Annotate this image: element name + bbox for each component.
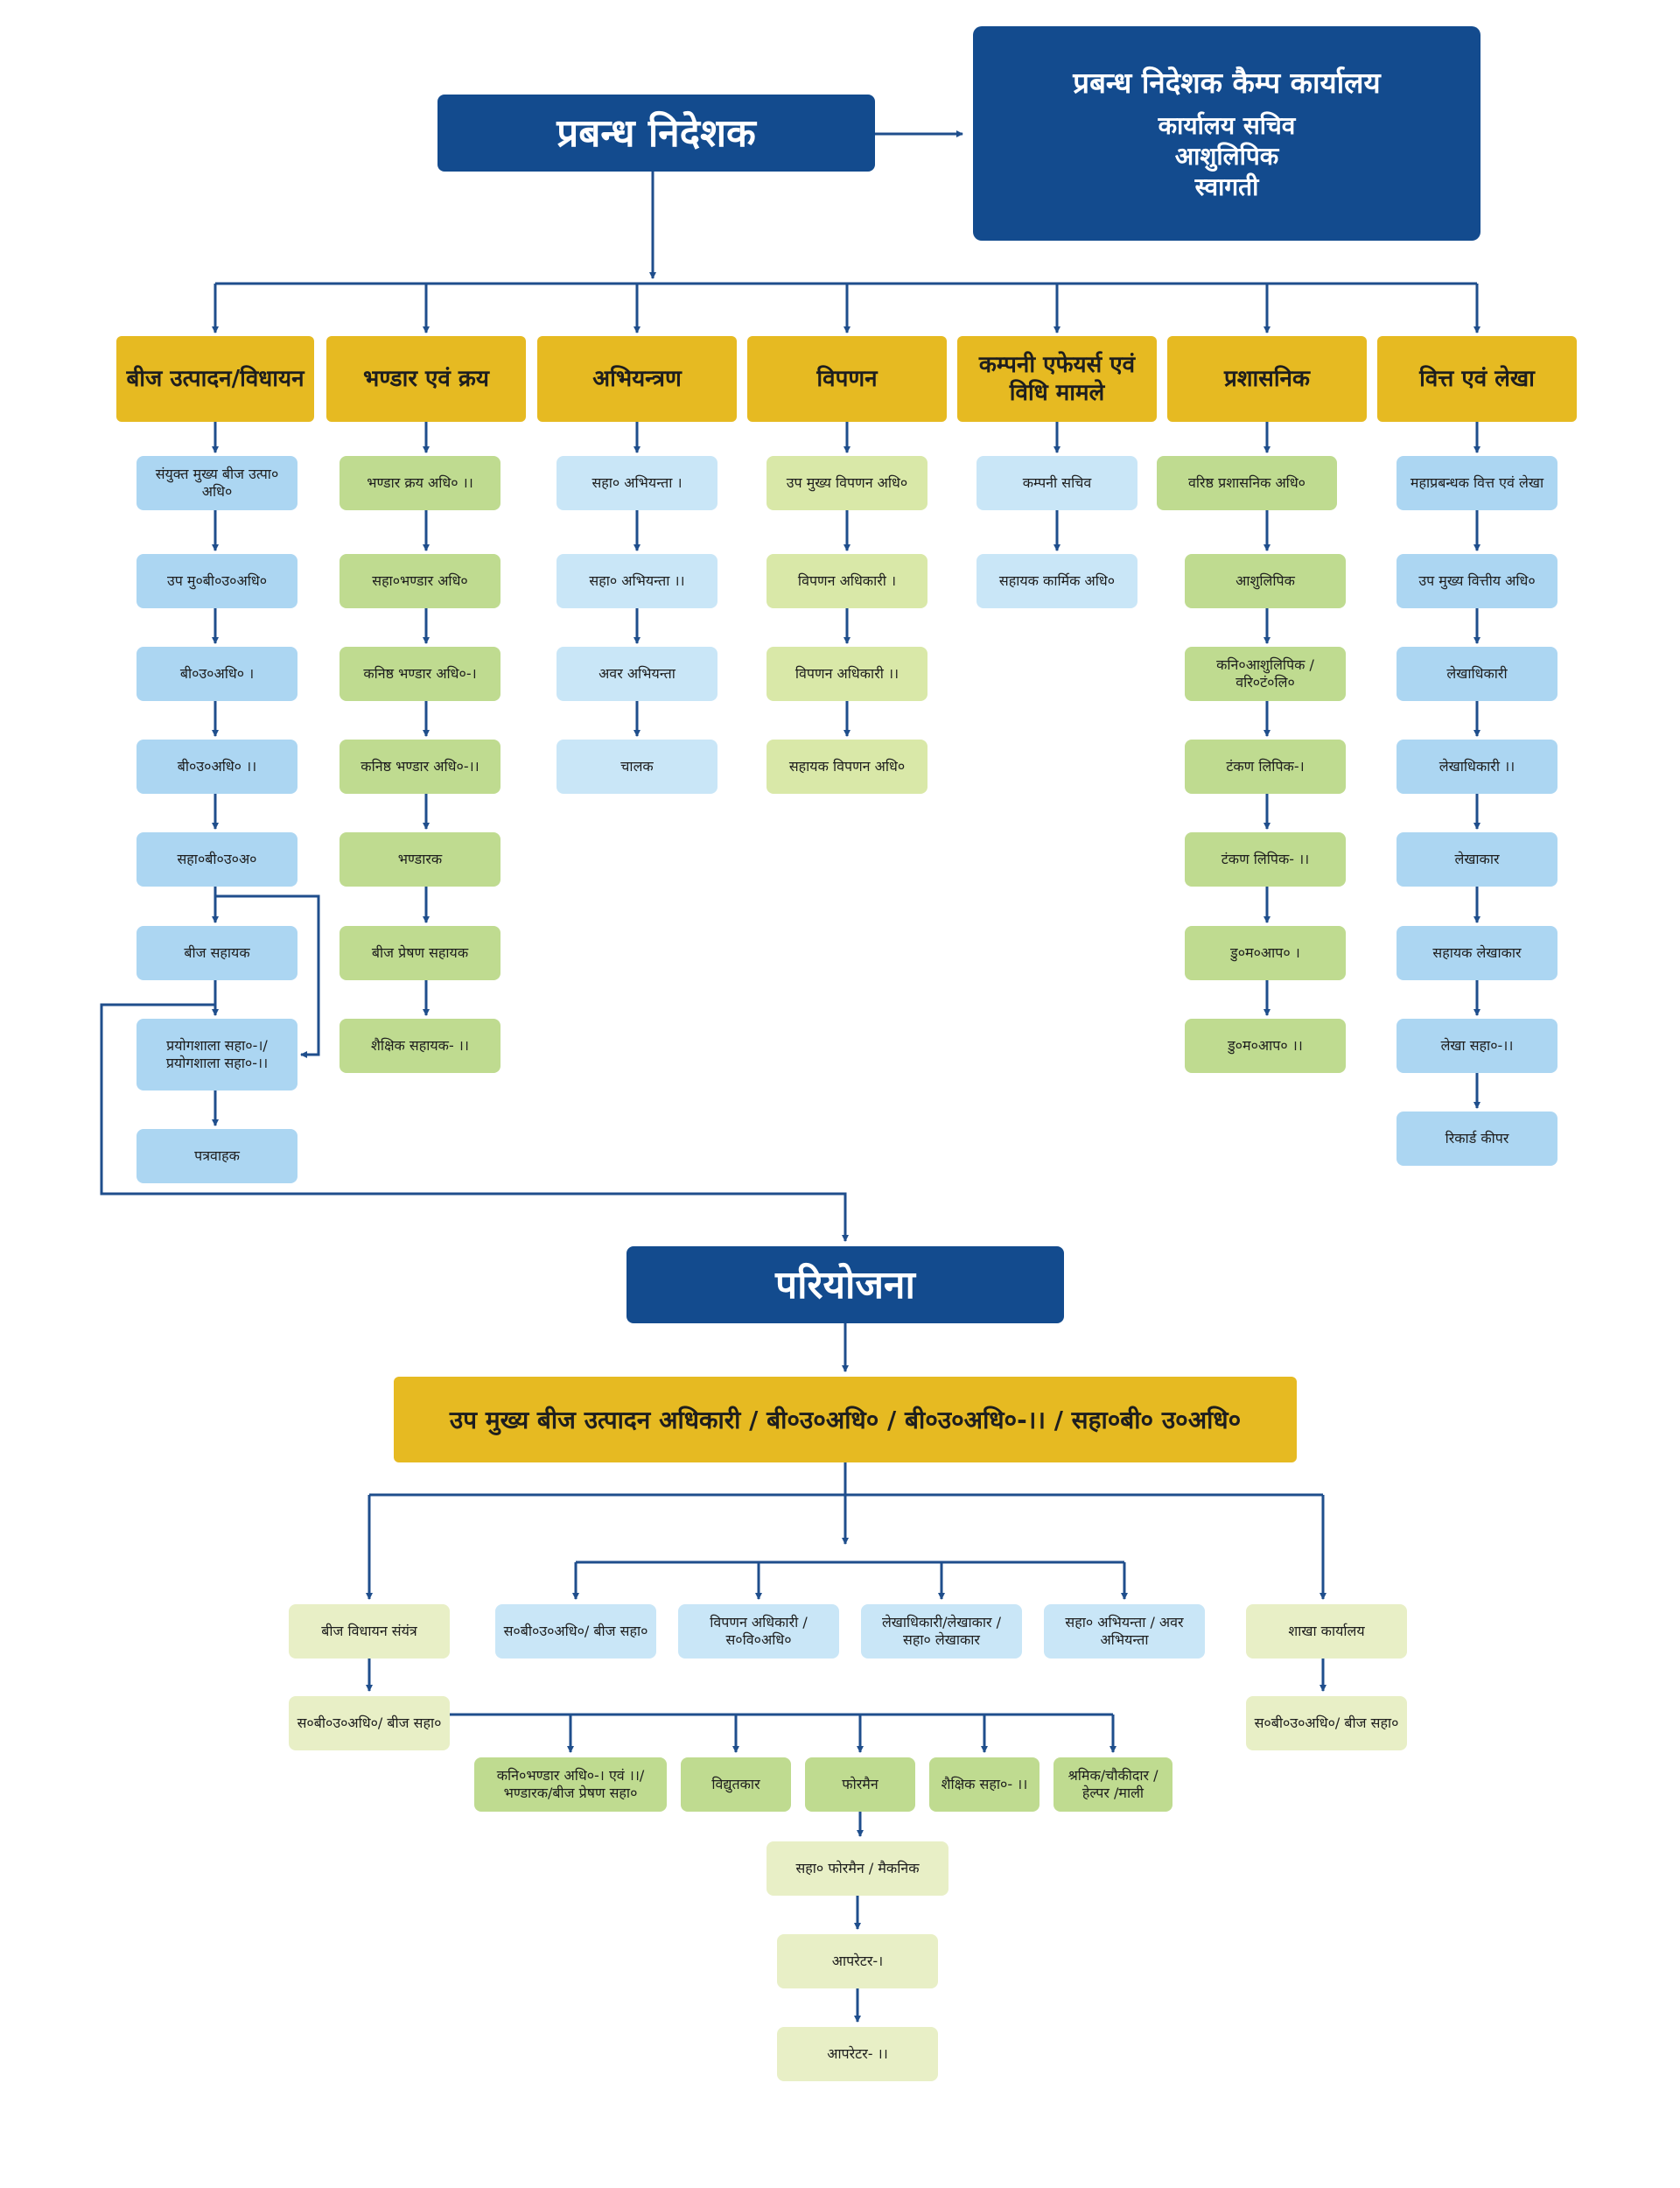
to-project-connector <box>100 985 849 1242</box>
post-box: विपणन अधिकारी ।। <box>766 647 928 701</box>
post-box: सहायक कार्मिक अधि० <box>976 554 1138 608</box>
post-box: बीज सहायक <box>136 926 298 980</box>
camp-office-box: प्रबन्ध निदेशक कैम्प कार्यालय कार्यालय स… <box>973 26 1480 241</box>
post-box: भण्डार क्रय अधि० ।। <box>340 456 500 510</box>
post-box: कम्पनी सचिव <box>976 456 1138 510</box>
post-box: सहा० अभियन्ता ।। <box>556 554 718 608</box>
post-box: संयुक्त मुख्य बीज उत्पा० अधि० <box>136 456 298 510</box>
branch-sub-box: स०बी०उ०अधि०/ बीज सहा० <box>1246 1696 1407 1750</box>
foreman-chain-box: सहा० फोरमैन / मैकनिक <box>766 1841 948 1896</box>
camp-office-item: कार्यालय सचिव <box>1158 110 1296 140</box>
dept-header-administration: प्रशासनिक <box>1167 336 1367 422</box>
plant-staff-box: विद्युतकार <box>681 1757 791 1812</box>
foreman-chain-box: आपरेटर- ।। <box>777 2027 938 2081</box>
dept-header-finance: वित्त एवं लेखा <box>1377 336 1577 422</box>
dept-header-engineering: अभियन्त्रण <box>537 336 737 422</box>
project-middle-box: विपणन अधिकारी / स०वि०अधि० <box>678 1604 839 1659</box>
camp-office-title: प्रबन्ध निदेशक कैम्प कार्यालय <box>1073 66 1381 101</box>
post-box: उप मुख्य विपणन अधि० <box>766 456 928 510</box>
post-box: कनिष्ठ भण्डार अधि०-।। <box>340 740 500 794</box>
post-box: लेखाधिकारी ।। <box>1396 740 1558 794</box>
plant-staff-box: कनि०भण्डार अधि०-। एवं ।।/ भण्डारक/बीज प्… <box>474 1757 667 1812</box>
dept-header-marketing: विपणन <box>747 336 947 422</box>
post-box: अवर अभियन्ता <box>556 647 718 701</box>
dept-header-seed-production: बीज उत्पादन/विधायन <box>116 336 314 422</box>
post-box: लेखा सहा०-।। <box>1396 1019 1558 1073</box>
plant-staff-box: श्रमिक/चौकीदार / हेल्पर /माली <box>1054 1757 1172 1812</box>
project-middle-box: सहा० अभियन्ता / अवर अभियन्ता <box>1044 1604 1205 1659</box>
post-box: भण्डारक <box>340 832 500 887</box>
post-box: टंकण लिपिक- ।। <box>1185 832 1346 887</box>
post-box: सहा०बी०उ०अ० <box>136 832 298 887</box>
project-middle-box: लेखाधिकारी/लेखाकार / सहा० लेखाकार <box>861 1604 1022 1659</box>
post-box: शैक्षिक सहायक- ।। <box>340 1019 500 1073</box>
post-box: टंकण लिपिक-। <box>1185 740 1346 794</box>
post-box: बीज प्रेषण सहायक <box>340 926 500 980</box>
plant-staff-box: फोरमैन <box>805 1757 915 1812</box>
branch-office-box: शाखा कार्यालय <box>1246 1604 1407 1659</box>
post-box: उप मुख्य वित्तीय अधि० <box>1396 554 1558 608</box>
post-box: सहायक विपणन अधि० <box>766 740 928 794</box>
post-box: लेखाकार <box>1396 832 1558 887</box>
post-box: विपणन अधिकारी । <box>766 554 928 608</box>
plant-staff-box: शैक्षिक सहा०- ।। <box>929 1757 1040 1812</box>
post-box: डु०म०आप० । <box>1185 926 1346 980</box>
project-box: परियोजना <box>626 1246 1064 1323</box>
side-connector <box>214 887 320 1058</box>
post-box: बी०उ०अधि० ।। <box>136 740 298 794</box>
post-box: सहा०भण्डार अधि० <box>340 554 500 608</box>
post-box: वरिष्ठ प्रशासनिक अधि० <box>1157 456 1337 510</box>
post-box: महाप्रबन्धक वित्त एवं लेखा <box>1396 456 1558 510</box>
dept-header-company-affairs: कम्पनी एफेयर्स एवं विधि मामले <box>957 336 1157 422</box>
post-box: डु०म०आप० ।। <box>1185 1019 1346 1073</box>
camp-office-item: स्वागती <box>1194 172 1259 201</box>
post-box: सहा० अभियन्ता । <box>556 456 718 510</box>
plant-box: बीज विधायन संयंत्र <box>289 1604 450 1659</box>
md-box: प्रबन्ध निदेशक <box>438 95 875 172</box>
post-box: आशुलिपिक <box>1185 554 1346 608</box>
plant-sub-box: स०बी०उ०अधि०/ बीज सहा० <box>289 1696 450 1750</box>
post-box: कनिष्ठ भण्डार अधि०-। <box>340 647 500 701</box>
post-box: सहायक लेखाकार <box>1396 926 1558 980</box>
project-middle-box: स०बी०उ०अधि०/ बीज सहा० <box>495 1604 656 1659</box>
post-box: लेखाधिकारी <box>1396 647 1558 701</box>
camp-office-item: आशुलिपिक <box>1174 141 1279 171</box>
post-box: बी०उ०अधि० । <box>136 647 298 701</box>
post-box: कनि०आशुलिपिक / वरि०टं०लि० <box>1185 647 1346 701</box>
post-box: पत्रवाहक <box>136 1129 298 1183</box>
post-box: प्रयोगशाला सहा०-।/ प्रयोगशाला सहा०-।। <box>136 1019 298 1090</box>
post-box: उप मु०बी०उ०अधि० <box>136 554 298 608</box>
dept-header-store-purchase: भण्डार एवं क्रय <box>326 336 526 422</box>
post-box: रिकार्ड कीपर <box>1396 1112 1558 1166</box>
post-box: चालक <box>556 740 718 794</box>
foreman-chain-box: आपरेटर-। <box>777 1934 938 1988</box>
project-head-box: उप मुख्य बीज उत्पादन अधिकारी / बी०उ०अधि०… <box>394 1377 1297 1462</box>
